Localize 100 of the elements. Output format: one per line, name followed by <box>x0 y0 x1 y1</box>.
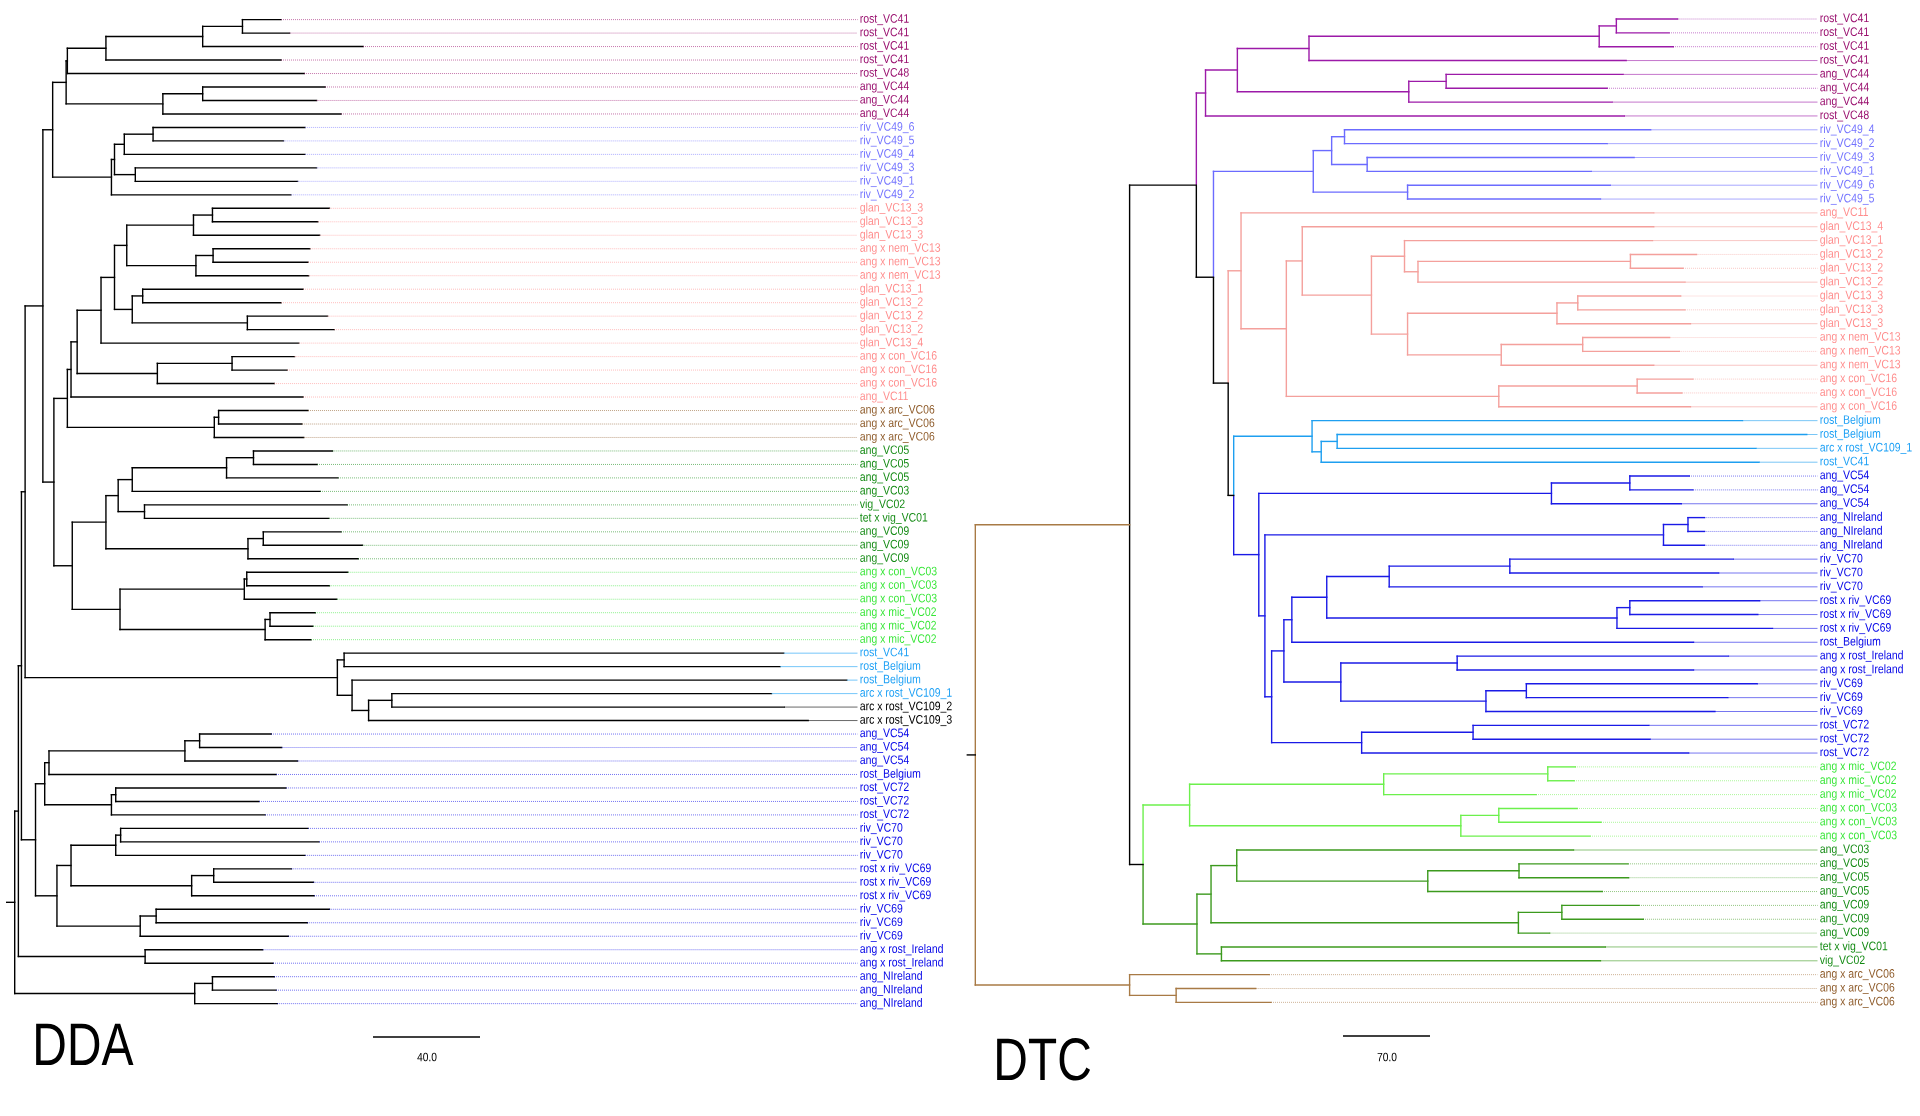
tree-branch <box>1598 46 1818 48</box>
tree-branch <box>1128 863 1144 866</box>
tree-branch <box>1615 18 1818 20</box>
tree-branch <box>1326 575 1390 578</box>
tree-branch <box>1417 281 1818 283</box>
tree-branch <box>194 1002 858 1005</box>
tree-branch <box>1616 627 1818 630</box>
tree-branch <box>1636 378 1818 380</box>
leaf-label: glan_VC13_3 <box>860 202 923 215</box>
tree-branch <box>1340 700 1487 702</box>
leaf-label: arc x rost_VC109_2 <box>860 701 952 713</box>
tree-branch <box>53 397 69 400</box>
leaf-label: ang_VC44 <box>1820 68 1869 80</box>
tree-branch <box>1427 870 1520 872</box>
leaf-label: ang x mic_VC02 <box>860 633 936 646</box>
tree-branch <box>1188 783 1385 785</box>
leaf-label: ang_VC05 <box>1820 886 1869 898</box>
leaf-label: riv_VC69 <box>1820 705 1863 718</box>
tree-branch <box>343 652 858 654</box>
tree-branch <box>1577 295 1818 297</box>
tree-branch <box>1366 156 1818 159</box>
tree-branch <box>367 719 858 722</box>
leaf-label: ang x nem_VC13 <box>860 256 941 268</box>
tree-branch <box>105 59 858 61</box>
clade-bar <box>246 315 249 331</box>
tree-branch <box>1498 406 1818 408</box>
leaf-label: riv_VC49_2 <box>1820 137 1874 150</box>
leaf-label: riv_VC49_1 <box>860 175 914 188</box>
tree-branch <box>115 834 122 836</box>
leaf-label: ang_VC44 <box>860 108 909 120</box>
tree-branch <box>1687 530 1818 533</box>
tree-branch <box>110 814 858 816</box>
tree-branch <box>1142 923 1198 925</box>
leaf-label: rost_Belgium <box>1820 636 1881 648</box>
tree-branch <box>1308 59 1818 62</box>
leaf-label: ang x nem_VC13 <box>860 243 941 255</box>
tree-branch <box>198 733 858 735</box>
leaf-label: riv_VC69 <box>860 903 903 915</box>
leaf-label: rost_VC41 <box>1820 55 1869 67</box>
tree-branch <box>24 305 44 307</box>
clade-bar <box>1285 260 1288 398</box>
leaf-label: rost_VC41 <box>860 14 909 26</box>
leaf-label: ang_VC44 <box>860 81 909 93</box>
leaf-label: ang_VC44 <box>1820 82 1869 94</box>
tree-branch <box>70 341 78 343</box>
leaf-label: ang x mic_VC02 <box>860 607 936 619</box>
clade-bar <box>1406 312 1409 356</box>
leaf-label: rost_Belgium <box>1820 414 1881 427</box>
leaf-label: glan_VC13_2 <box>1820 248 1883 261</box>
leaf-label: ang x con_VC03 <box>860 580 937 592</box>
leaf-label: ang_VC03 <box>1820 844 1869 856</box>
leaf-label: ang x rost_Ireland <box>1820 650 1903 662</box>
leaf-label: ang x mic_VC02 <box>1820 788 1896 801</box>
tree-branch <box>1220 946 1818 948</box>
tree-branch <box>48 773 858 776</box>
clade-bar <box>211 207 214 223</box>
leaf-label: ang x con_VC16 <box>1820 401 1897 413</box>
tree-branch <box>1687 516 1818 519</box>
leaf-label: rost_VC41 <box>1820 27 1869 39</box>
clade-bar <box>198 733 201 749</box>
tree-branch <box>247 537 264 540</box>
panel-title: DTC <box>997 1038 1091 1081</box>
clade-bar <box>1525 683 1528 699</box>
tree-branch <box>14 992 196 995</box>
tree-branch <box>241 18 858 21</box>
tree-branch <box>1525 683 1818 685</box>
tree-branch <box>105 494 119 497</box>
tree-branch <box>225 457 255 459</box>
tree-branch <box>1406 312 1558 314</box>
leaf-label: riv_VC70 <box>860 822 903 835</box>
leaf-label: riv_VC49_5 <box>1820 193 1874 205</box>
tree-branch <box>1406 198 1818 200</box>
clade-bar <box>17 665 20 958</box>
clade-bar <box>336 659 339 696</box>
tree-branch <box>1427 890 1818 893</box>
tree-branch <box>1270 650 1285 652</box>
leaf-label: rost_VC41 <box>860 41 909 53</box>
tree-branch <box>155 908 858 910</box>
clade-bar <box>201 86 204 102</box>
tree-branch <box>1388 565 1511 567</box>
leaf-label: ang x con_VC03 <box>1820 816 1897 828</box>
leaf-label: rost_Belgium <box>860 674 921 686</box>
leaf-label: vig_VC02 <box>859 499 905 511</box>
tree-branch <box>143 504 858 506</box>
tree-branch <box>1370 333 1409 335</box>
tree-branch <box>1445 87 1818 89</box>
tree-branch <box>213 416 220 418</box>
tree-branch <box>351 679 858 681</box>
leaf-label: riv_VC49_5 <box>860 135 914 147</box>
tree-branch <box>119 841 858 843</box>
tree-branch <box>217 409 858 412</box>
leaf-label: glan_VC13_3 <box>860 216 923 228</box>
tree-branch <box>141 302 858 304</box>
clade-bar <box>1629 253 1632 269</box>
tree-branch <box>241 32 858 34</box>
tree-branch <box>20 839 37 841</box>
tree-branch <box>264 618 271 621</box>
tree-branch <box>1485 710 1818 713</box>
tree-branch <box>1582 336 1818 339</box>
tree-branch <box>1285 395 1500 398</box>
